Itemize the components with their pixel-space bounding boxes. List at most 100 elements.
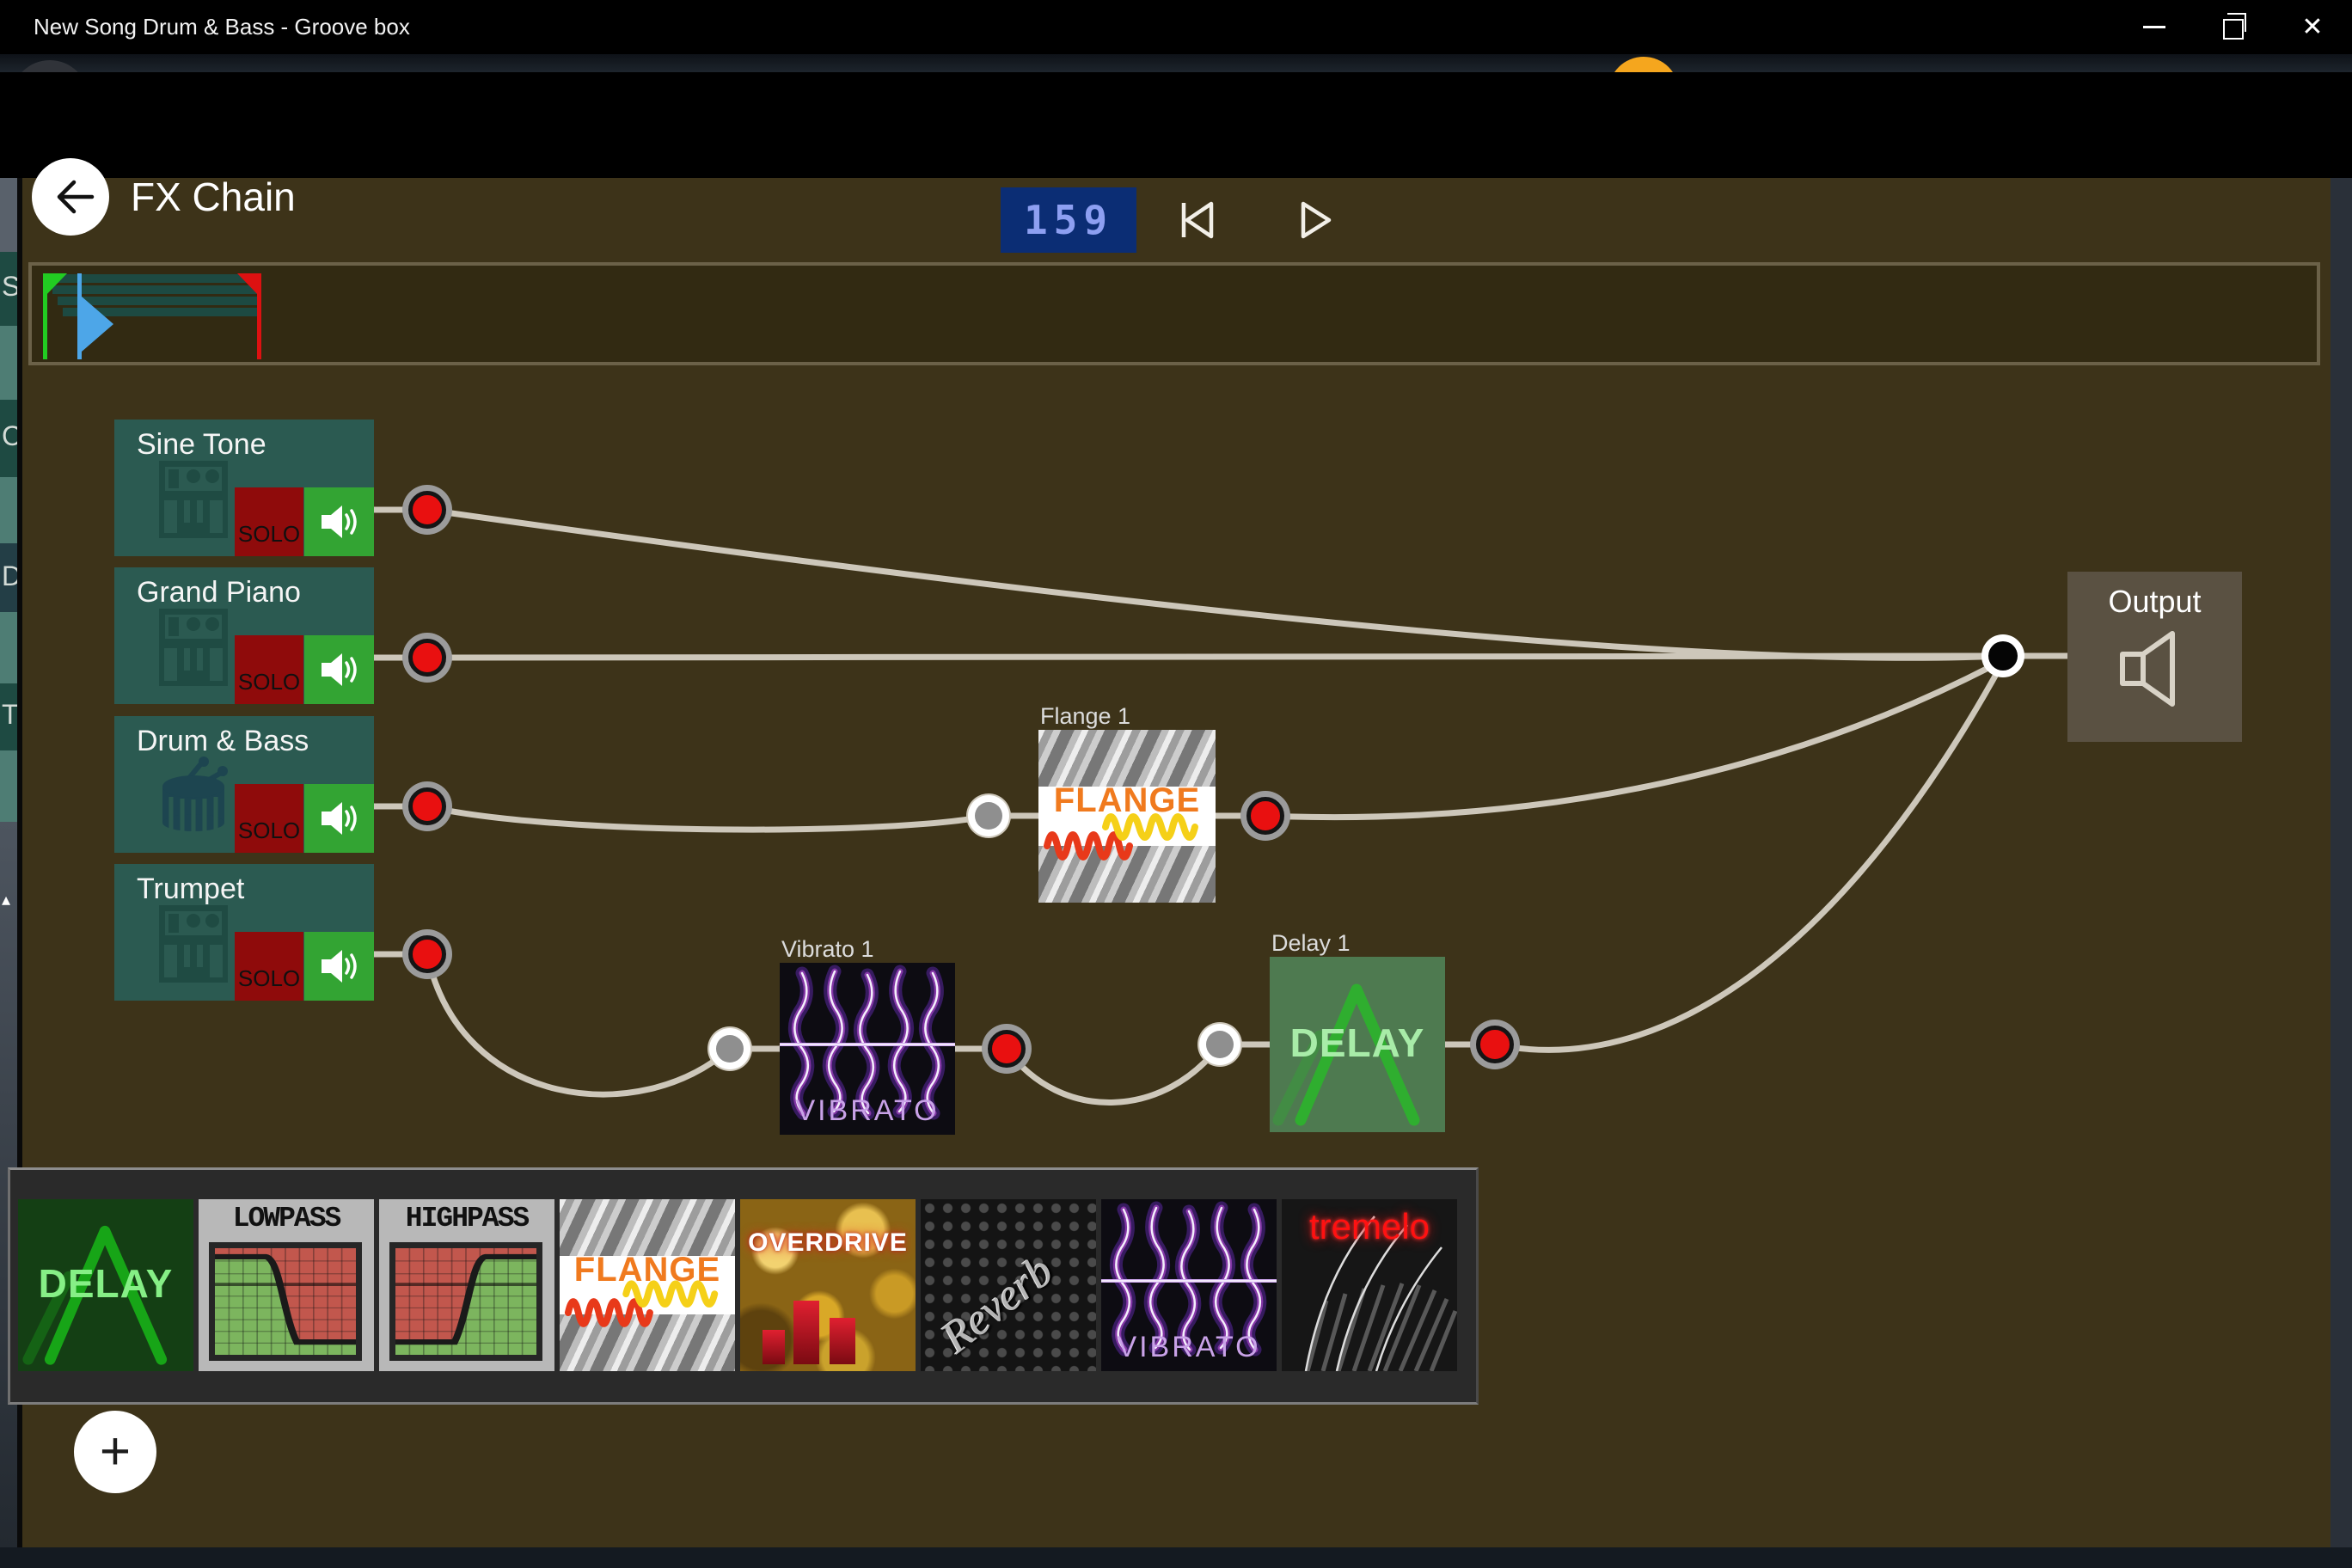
- palette-tile-delay[interactable]: DELAY: [18, 1199, 193, 1371]
- palette-tile-vibrato[interactable]: VIBRATO: [1101, 1199, 1277, 1371]
- underlying-app-strip: [0, 54, 2352, 72]
- delay-art-word: DELAY: [1289, 1020, 1425, 1065]
- keyboard-icon: [159, 609, 228, 686]
- lowpass-art-word: LOWPASS: [232, 1203, 342, 1234]
- fx-palette: DELAY LOWPASS HIGHPASS: [8, 1167, 1479, 1405]
- window-bottom-edge: [0, 1547, 2352, 1568]
- connector-in-delay[interactable]: [1206, 1031, 1234, 1058]
- solo-button[interactable]: SOLO: [235, 932, 303, 1001]
- wire-trumpet-to-vibrato: [424, 951, 733, 1098]
- connector-out-drum[interactable]: [408, 787, 446, 825]
- sidebar-peek-block: [0, 477, 17, 543]
- solo-button[interactable]: SOLO: [235, 487, 303, 556]
- palette-tile-overdrive[interactable]: OVERDRIVE: [740, 1199, 916, 1371]
- underlying-circle-button: [11, 60, 89, 72]
- skip-to-start-button[interactable]: [1159, 187, 1236, 253]
- wire-piano-to-output: [424, 652, 2006, 662]
- track-node-sine-tone[interactable]: Sine Tone SOLO: [114, 420, 374, 556]
- overdrive-bar-icon: [763, 1330, 785, 1364]
- close-icon: ✕: [2301, 13, 2324, 41]
- sidebar-peek-block: [0, 178, 17, 252]
- speaker-icon: [321, 802, 357, 835]
- sidebar-peek-letter: T: [2, 699, 17, 730]
- speaker-icon: [321, 950, 357, 983]
- flange-waves-icon: [1044, 813, 1198, 861]
- connector-out-piano[interactable]: [408, 639, 446, 677]
- vibrato-flames-icon: [1101, 1201, 1277, 1357]
- track-node-grand-piano[interactable]: Grand Piano SOLO: [114, 567, 374, 704]
- overdrive-bar-icon: [793, 1301, 819, 1364]
- solo-button[interactable]: SOLO: [235, 635, 303, 704]
- delay-art-word: DELAY: [38, 1260, 174, 1306]
- add-fx-button[interactable]: +: [74, 1411, 156, 1493]
- sidebar-peek-block: [0, 326, 17, 400]
- panel-left-edge: [17, 178, 22, 1547]
- restore-button[interactable]: [2196, 0, 2271, 54]
- lowpass-curve-icon: [209, 1242, 362, 1361]
- track-name: Grand Piano: [137, 576, 301, 609]
- connector-in-flange[interactable]: [975, 802, 1002, 830]
- wire-delay-to-output: [1491, 658, 2006, 1053]
- keyboard-icon: [159, 461, 228, 538]
- underlying-orange-button: [1608, 57, 1679, 72]
- solo-button[interactable]: SOLO: [235, 784, 303, 853]
- fx-node-flange[interactable]: FLANGE: [1038, 730, 1216, 903]
- page-title: FX Chain: [131, 175, 296, 219]
- delay-triangle-icon: [22, 1225, 168, 1365]
- sidebar-peek-letter: S: [2, 271, 17, 302]
- palette-tile-reverb[interactable]: Reverb: [921, 1199, 1096, 1371]
- close-button[interactable]: ✕: [2275, 0, 2350, 54]
- mute-button[interactable]: [304, 487, 374, 556]
- sidebar-peek-caret: ▴: [2, 891, 11, 910]
- play-button[interactable]: [1277, 187, 1354, 253]
- tremelo-art-word: tremelo: [1308, 1206, 1430, 1246]
- fx-node-delay[interactable]: DELAY: [1270, 957, 1445, 1132]
- connector-out-trumpet[interactable]: [408, 935, 446, 973]
- keyboard-icon: [159, 905, 228, 983]
- output-node[interactable]: Output: [2067, 572, 2242, 742]
- delay-triangle-icon: [1272, 983, 1420, 1126]
- play-icon: [1301, 201, 1332, 239]
- skip-previous-icon: [1181, 201, 1214, 239]
- titlebar: New Song Drum & Bass - Groove box ✕: [0, 0, 2352, 54]
- palette-tile-highpass[interactable]: HIGHPASS: [379, 1199, 554, 1371]
- fx-node-label: Vibrato 1: [781, 936, 874, 962]
- sidebar-peek-letter: C: [2, 420, 17, 451]
- palette-tile-flange[interactable]: FLANGE: [560, 1199, 735, 1371]
- timeline-strip[interactable]: [28, 262, 2320, 365]
- flange-waves-icon: [564, 1280, 719, 1327]
- connector-in-output[interactable]: [1988, 641, 2018, 671]
- bpm-display[interactable]: 159: [1001, 187, 1136, 253]
- fx-node-label: Delay 1: [1271, 930, 1351, 956]
- fx-node-vibrato[interactable]: VIBRATO: [780, 963, 955, 1135]
- mute-button[interactable]: [304, 784, 374, 853]
- reverb-art-word: Reverb: [932, 1246, 1063, 1363]
- minimize-button[interactable]: [2116, 0, 2192, 54]
- mute-button[interactable]: [304, 932, 374, 1001]
- tremelo-sweep-icon: [1304, 1216, 1457, 1371]
- connector-out-delay[interactable]: [1476, 1026, 1514, 1063]
- output-label: Output: [2108, 584, 2202, 619]
- sidebar-peek-block: [0, 750, 17, 822]
- connector-out-vibrato[interactable]: [988, 1030, 1026, 1068]
- connector-in-vibrato[interactable]: [716, 1035, 744, 1063]
- sidebar-peek-letter: D: [2, 560, 17, 591]
- back-button[interactable]: [32, 158, 109, 236]
- track-node-trumpet[interactable]: Trumpet SOLO: [114, 864, 374, 1001]
- connector-out-flange[interactable]: [1246, 797, 1284, 835]
- track-node-drum-and-bass[interactable]: Drum & Bass SOLO: [114, 716, 374, 853]
- highpass-art-word: HIGHPASS: [405, 1203, 530, 1234]
- palette-tile-tremelo[interactable]: tremelo: [1282, 1199, 1457, 1371]
- panel-right-edge: [2331, 178, 2352, 1568]
- track-name: Sine Tone: [137, 428, 266, 461]
- window-title: New Song Drum & Bass - Groove box: [34, 14, 410, 40]
- connector-out-sine[interactable]: [408, 491, 446, 529]
- mute-button[interactable]: [304, 635, 374, 704]
- wire-drum-to-flange: [424, 803, 992, 833]
- drum-icon: [162, 756, 228, 834]
- wire-vibrato-to-delay: [1003, 1041, 1223, 1106]
- wire-sine-to-output: [424, 506, 2006, 661]
- palette-tile-lowpass[interactable]: LOWPASS: [199, 1199, 374, 1371]
- output-speaker-icon: [2120, 631, 2175, 707]
- highpass-curve-icon: [389, 1242, 542, 1361]
